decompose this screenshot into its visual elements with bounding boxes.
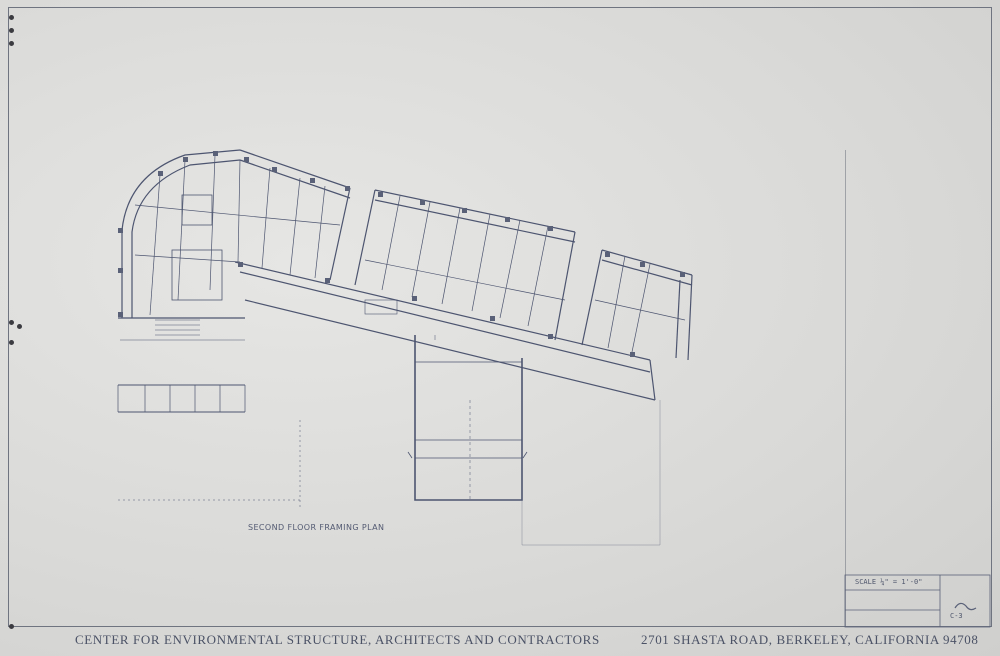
punch-hole-1 — [9, 15, 14, 20]
punch-hole-4 — [9, 320, 14, 325]
firm-name: CENTER FOR ENVIRONMENTAL STRUCTURE, ARCH… — [75, 632, 600, 647]
punch-hole-7 — [9, 624, 14, 629]
punch-hole-5 — [17, 324, 22, 329]
porch-outline — [414, 335, 523, 501]
punch-hole-2 — [9, 28, 14, 33]
border-bottom — [8, 626, 992, 627]
punch-hole-6 — [9, 340, 14, 345]
title-strip-divider — [845, 150, 846, 626]
curved-outer-wall — [121, 149, 241, 318]
border-left — [8, 7, 9, 627]
punch-hole-3 — [9, 41, 14, 46]
border-right — [991, 7, 992, 627]
scale-note: SCALE ¼" = 1'-0" — [855, 578, 923, 586]
drawing-title: SECOND FLOOR FRAMING PLAN — [248, 523, 385, 532]
border-top — [8, 7, 992, 8]
sheet-number: C-3 — [950, 612, 963, 620]
firm-address: 2701 SHASTA ROAD, BERKELEY, CALIFORNIA 9… — [641, 632, 979, 647]
